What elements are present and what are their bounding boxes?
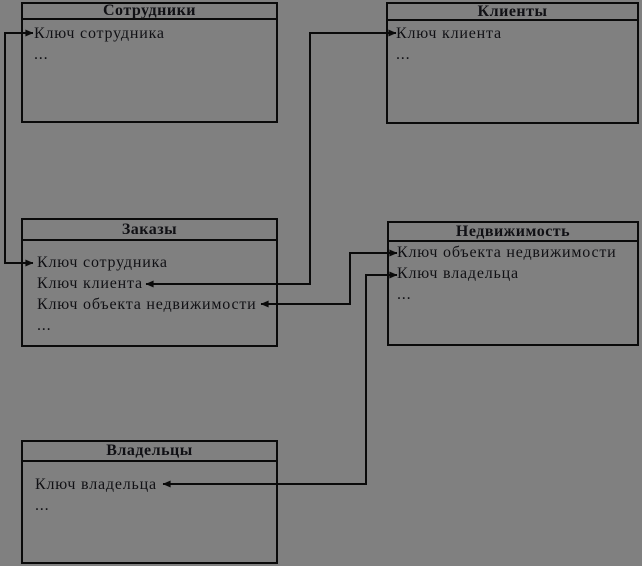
attr-employee-key: Ключ сотрудника <box>37 254 168 271</box>
attr-ellipsis: ... <box>34 46 49 63</box>
entity-clients-title: Клиенты <box>388 4 637 21</box>
attr-ellipsis: ... <box>35 497 50 514</box>
attr-owner-key: Ключ владельца <box>397 265 519 282</box>
entity-real-estate[interactable]: Недвижимость Ключ объекта недвижимости К… <box>387 221 639 346</box>
entity-orders-attributes: Ключ сотрудника Ключ клиента Ключ объект… <box>23 241 276 336</box>
entity-clients[interactable]: Клиенты Ключ клиента ... <box>386 2 639 124</box>
attr-property-key: Ключ объекта недвижимости <box>397 244 617 261</box>
attr-employee-key: Ключ сотрудника <box>34 25 165 42</box>
entity-orders[interactable]: Заказы Ключ сотрудника Ключ клиента Ключ… <box>21 218 278 347</box>
entity-owners-title: Владельцы <box>23 442 276 462</box>
attr-ellipsis: ... <box>37 317 52 334</box>
attr-owner-key: Ключ владельца <box>35 476 157 493</box>
entity-real-estate-title: Недвижимость <box>389 223 637 242</box>
attr-ellipsis: ... <box>397 286 412 303</box>
entity-clients-attributes: Ключ клиента ... <box>388 21 637 65</box>
entity-employees-attributes: Ключ сотрудника ... <box>23 20 276 65</box>
connector-orders-realestate <box>260 249 398 308</box>
entity-orders-title: Заказы <box>23 220 276 241</box>
entity-employees[interactable]: Сотрудники Ключ сотрудника ... <box>21 2 278 123</box>
entity-owners[interactable]: Владельцы Ключ владельца ... <box>21 440 278 564</box>
attr-property-key: Ключ объекта недвижимости <box>37 296 257 313</box>
attr-client-key: Ключ клиента <box>37 275 143 292</box>
entity-owners-attributes: Ключ владельца ... <box>23 462 276 516</box>
entity-employees-title: Сотрудники <box>23 3 276 20</box>
attr-client-key: Ключ клиента <box>396 25 502 42</box>
attr-ellipsis: ... <box>396 46 411 63</box>
entity-real-estate-attributes: Ключ объекта недвижимости Ключ владельца… <box>389 242 637 305</box>
